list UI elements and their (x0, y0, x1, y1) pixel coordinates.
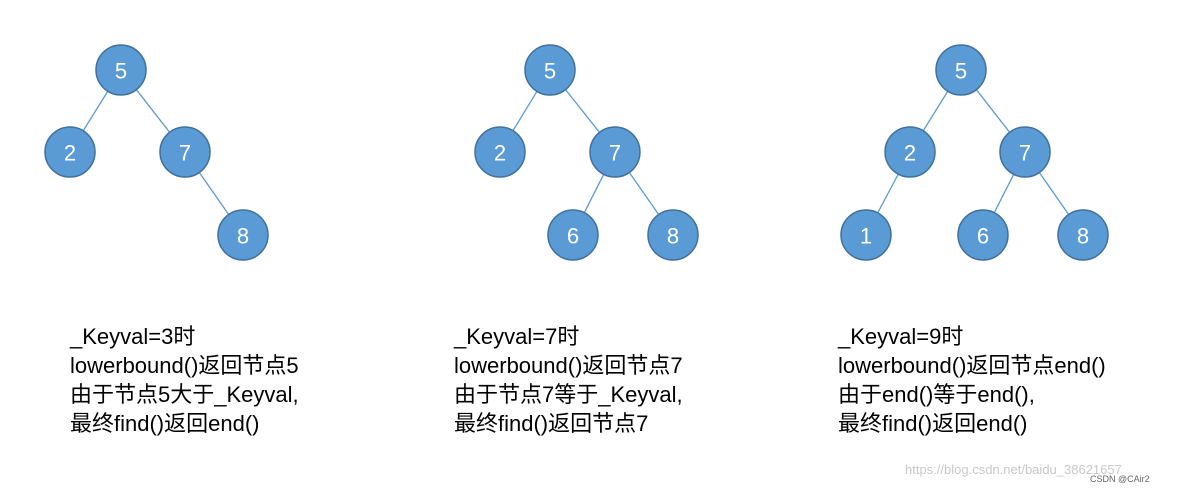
node-circle (999, 126, 1051, 178)
tree-3-edge-5-7 (975, 89, 1011, 133)
caption-3-line-2: lowerbound()返回节点end() (838, 353, 1106, 378)
node-circle (524, 44, 576, 96)
caption-3-line-4: 最终find()返回end() (838, 411, 1028, 436)
tree-2: 5 2 7 6 8 (474, 44, 699, 261)
tree-2-node-7: 7 (589, 126, 641, 178)
caption-1: _Keyval=3时 lowerbound()返回节点5 由于节点5大于_Key… (70, 322, 299, 438)
node-label: 5 (115, 59, 127, 84)
node-label: 2 (904, 141, 916, 166)
node-circle (474, 126, 526, 178)
node-circle (95, 44, 147, 96)
node-label: 8 (667, 224, 679, 249)
tree-1: 5 2 7 8 (44, 44, 269, 261)
tree-3-node-2: 2 (884, 126, 936, 178)
tree-2-node-8: 8 (647, 209, 699, 261)
tree-3-node-8: 8 (1057, 209, 1109, 261)
tree-2-edge-7-6 (583, 174, 605, 213)
tree-1-edge-7-8 (198, 172, 230, 215)
csdn-badge: CSDN @CAir2 (1088, 474, 1152, 484)
tree-2-edge-5-7 (565, 89, 600, 133)
node-label: 6 (977, 224, 989, 249)
caption-2-line-3: 由于节点7等于_Keyval, (454, 382, 683, 407)
node-label: 1 (860, 224, 872, 249)
tree-3-node-5: 5 (935, 44, 987, 96)
node-label: 2 (494, 141, 506, 166)
node-label: 7 (179, 141, 191, 166)
node-circle (647, 209, 699, 261)
node-label: 8 (1077, 224, 1089, 249)
caption-2-line-2: lowerbound()返回节点7 (454, 353, 683, 378)
tree-1-edge-5-7 (135, 89, 171, 133)
tree-3-node-6: 6 (957, 209, 1009, 261)
tree-3: 5 2 7 1 6 8 (840, 44, 1109, 261)
tree-2-node-6: 6 (547, 209, 599, 261)
caption-3: _Keyval=9时 lowerbound()返回节点end() 由于end()… (838, 322, 1106, 438)
node-circle (44, 126, 96, 178)
caption-2: _Keyval=7时 lowerbound()返回节点7 由于节点7等于_Key… (454, 322, 683, 438)
caption-1-line-2: lowerbound()返回节点5 (70, 353, 299, 378)
tree-3-edge-2-1 (877, 173, 899, 214)
caption-2-line-1: _Keyval=7时 (454, 324, 580, 349)
caption-1-line-4: 最终find()返回end() (70, 411, 260, 436)
tree-2-edge-5-2 (512, 91, 538, 131)
tree-1-edge-5-2 (82, 90, 109, 132)
tree-3-edge-5-2 (922, 90, 949, 132)
caption-2-line-4: 最终find()返回节点7 (454, 411, 649, 436)
caption-1-line-3: 由于节点5大于_Keyval, (70, 382, 299, 407)
node-circle (957, 209, 1009, 261)
node-label: 8 (237, 224, 249, 249)
tree-3-node-7: 7 (999, 126, 1051, 178)
tree-3-edge-7-8 (1038, 172, 1070, 215)
caption-1-line-1: _Keyval=3时 (70, 324, 196, 349)
tree-1-node-8: 8 (217, 209, 269, 261)
tree-2-edge-7-8 (628, 172, 660, 215)
tree-1-node-5: 5 (95, 44, 147, 96)
node-label: 2 (64, 141, 76, 166)
tree-2-node-2: 2 (474, 126, 526, 178)
tree-1-node-7: 7 (159, 126, 211, 178)
node-circle (1057, 209, 1109, 261)
caption-3-line-1: _Keyval=9时 (838, 324, 964, 349)
node-circle (884, 126, 936, 178)
node-label: 5 (955, 59, 967, 84)
caption-3-line-3: 由于end()等于end(), (838, 382, 1035, 407)
tree-3-edge-7-6 (993, 174, 1015, 213)
tree-2-node-5: 5 (524, 44, 576, 96)
node-circle (589, 126, 641, 178)
tree-1-node-2: 2 (44, 126, 96, 178)
node-circle (935, 44, 987, 96)
node-circle (159, 126, 211, 178)
tree-3-node-1: 1 (840, 209, 892, 261)
node-circle (547, 209, 599, 261)
node-circle (217, 209, 269, 261)
node-label: 6 (567, 224, 579, 249)
node-circle (840, 209, 892, 261)
node-label: 7 (609, 141, 621, 166)
watermark-url: https://blog.csdn.net/baidu_38621657 (905, 462, 1122, 477)
node-label: 7 (1019, 141, 1031, 166)
node-label: 5 (544, 59, 556, 84)
